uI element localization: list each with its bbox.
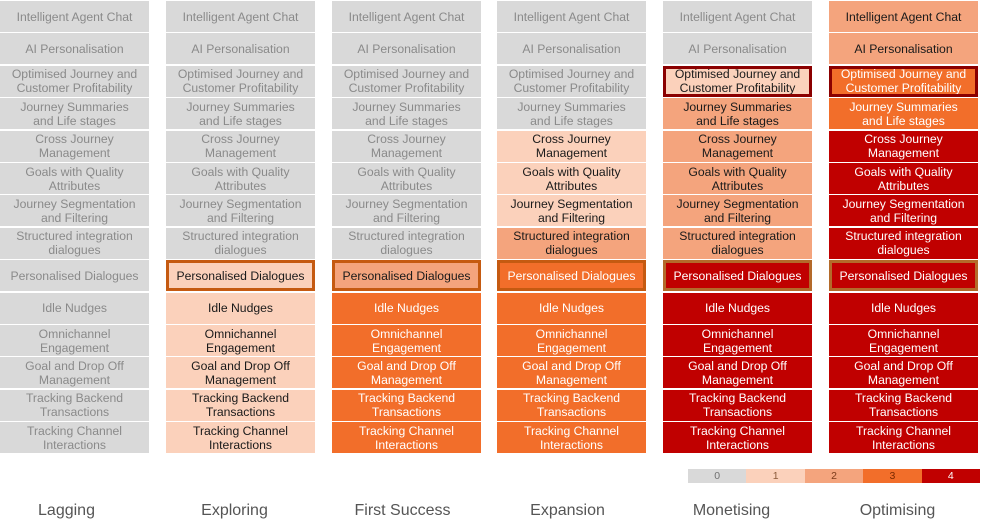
matrix-cell: Journey Segmentation and Filtering (829, 195, 978, 227)
matrix-cell: Optimised Journey and Customer Profitabi… (0, 65, 149, 97)
matrix-cell: Tracking Backend Transactions (829, 389, 978, 421)
matrix-cell: AI Personalisation (0, 33, 149, 65)
stage-label-first-success: First Success (354, 502, 451, 519)
matrix-cell: Journey Segmentation and Filtering (497, 195, 646, 227)
matrix-cell: Intelligent Agent Chat (829, 1, 978, 32)
matrix-cell: Journey Summaries and Life stages (497, 98, 646, 130)
matrix-cell: Idle Nudges (166, 292, 315, 324)
matrix-cell: Omnichannel Engagement (166, 325, 315, 356)
matrix-cell: Optimised Journey and Customer Profitabi… (332, 65, 481, 97)
matrix-cell: Intelligent Agent Chat (497, 1, 646, 32)
matrix-cell: Journey Summaries and Life stages (166, 98, 315, 130)
matrix-cell: AI Personalisation (663, 33, 812, 65)
matrix-cell: Journey Segmentation and Filtering (663, 195, 812, 227)
matrix-cell: Personalised Dialogues (332, 260, 481, 292)
matrix-cell: Goal and Drop Off Management (332, 357, 481, 389)
matrix-cell: Optimised Journey and Customer Profitabi… (829, 65, 978, 97)
matrix-cell: Tracking Channel Interactions (166, 422, 315, 454)
matrix-cell: Idle Nudges (332, 292, 481, 324)
matrix-cell: Journey Summaries and Life stages (0, 98, 149, 130)
matrix-cell: Goals with Quality Attributes (829, 163, 978, 194)
matrix-cell: Optimised Journey and Customer Profitabi… (497, 65, 646, 97)
matrix-cell: AI Personalisation (166, 33, 315, 65)
matrix-cell: Journey Segmentation and Filtering (0, 195, 149, 227)
legend-level-3: 3 (863, 469, 922, 483)
matrix-cell: Journey Summaries and Life stages (663, 98, 812, 130)
matrix-cell: Omnichannel Engagement (497, 325, 646, 356)
matrix-cell: Omnichannel Engagement (663, 325, 812, 356)
matrix-cell: Intelligent Agent Chat (0, 1, 149, 32)
matrix-cell: Goal and Drop Off Management (497, 357, 646, 389)
matrix-cell: AI Personalisation (829, 33, 978, 65)
matrix-cell: Structured integration dialogues (332, 227, 481, 259)
legend-level-1: 1 (746, 469, 805, 483)
matrix-cell: Tracking Backend Transactions (166, 389, 315, 421)
matrix-cell: AI Personalisation (332, 33, 481, 65)
matrix-cell: Personalised Dialogues (0, 260, 149, 292)
matrix-cell: Journey Segmentation and Filtering (166, 195, 315, 227)
stage-label-exploring: Exploring (201, 502, 268, 519)
matrix-cell: Tracking Channel Interactions (829, 422, 978, 454)
matrix-cell: Goal and Drop Off Management (0, 357, 149, 389)
matrix-cell: Tracking Channel Interactions (0, 422, 149, 454)
stage-label-lagging: Lagging (38, 502, 95, 519)
stage-label-monetising: Monetising (692, 502, 771, 519)
matrix-cell: Cross Journey Management (0, 130, 149, 162)
matrix-cell: Structured integration dialogues (0, 227, 149, 259)
matrix-cell: Goals with Quality Attributes (497, 163, 646, 194)
matrix-cell: Tracking Backend Transactions (0, 389, 149, 421)
matrix-cell: Personalised Dialogues (663, 260, 812, 292)
stage-label-optimising: Optimising (859, 502, 936, 519)
matrix-cell: Cross Journey Management (166, 130, 315, 162)
matrix-cell: Cross Journey Management (663, 130, 812, 162)
matrix-cell: Cross Journey Management (497, 130, 646, 162)
matrix-cell: Idle Nudges (829, 292, 978, 324)
legend-level-4: 4 (921, 469, 981, 483)
matrix-cell: Tracking Backend Transactions (332, 389, 481, 421)
matrix-cell: Structured integration dialogues (166, 227, 315, 259)
matrix-cell: Journey Summaries and Life stages (332, 98, 481, 130)
legend-level-0: 0 (688, 469, 747, 483)
matrix-cell: Idle Nudges (663, 292, 812, 324)
matrix-cell: Goals with Quality Attributes (166, 163, 315, 194)
matrix-cell: Intelligent Agent Chat (663, 1, 812, 32)
matrix-cell: Goals with Quality Attributes (663, 163, 812, 194)
matrix-cell: Omnichannel Engagement (332, 325, 481, 356)
matrix-cell: Tracking Backend Transactions (663, 389, 812, 421)
matrix-cell: Goal and Drop Off Management (166, 357, 315, 389)
matrix-cell: Omnichannel Engagement (829, 325, 978, 356)
matrix-cell: Goals with Quality Attributes (332, 163, 481, 194)
matrix-cell: Structured integration dialogues (497, 227, 646, 259)
matrix-cell: Optimised Journey and Customer Profitabi… (166, 65, 315, 97)
matrix-cell: Cross Journey Management (332, 130, 481, 162)
matrix-cell: Goal and Drop Off Management (829, 357, 978, 389)
matrix-cell: Personalised Dialogues (166, 260, 315, 292)
matrix-cell: Goal and Drop Off Management (663, 357, 812, 389)
matrix-cell: Idle Nudges (0, 292, 149, 324)
matrix-cell: Omnichannel Engagement (0, 325, 149, 356)
matrix-cell: Cross Journey Management (829, 130, 978, 162)
legend: 0 1 2 3 4 (688, 469, 981, 483)
matrix-cell: Goals with Quality Attributes (0, 163, 149, 194)
matrix-cell: Journey Summaries and Life stages (829, 98, 978, 130)
matrix-cell: Intelligent Agent Chat (332, 1, 481, 32)
matrix-cell: Structured integration dialogues (663, 227, 812, 259)
matrix-cell: Tracking Backend Transactions (497, 389, 646, 421)
stage-label-expansion: Expansion (530, 502, 605, 519)
matrix-cell: Personalised Dialogues (497, 260, 646, 292)
matrix-cell: Personalised Dialogues (829, 260, 978, 292)
matrix-cell: AI Personalisation (497, 33, 646, 65)
matrix-cell: Tracking Channel Interactions (332, 422, 481, 454)
matrix-cell: Structured integration dialogues (829, 227, 978, 259)
matrix-cell: Optimised Journey and Customer Profitabi… (663, 65, 812, 97)
matrix-cell: Tracking Channel Interactions (663, 422, 812, 454)
matrix-cell: Idle Nudges (497, 292, 646, 324)
matrix-cell: Tracking Channel Interactions (497, 422, 646, 454)
legend-level-2: 2 (804, 469, 864, 483)
matrix-cell: Journey Segmentation and Filtering (332, 195, 481, 227)
matrix-cell: Intelligent Agent Chat (166, 1, 315, 32)
